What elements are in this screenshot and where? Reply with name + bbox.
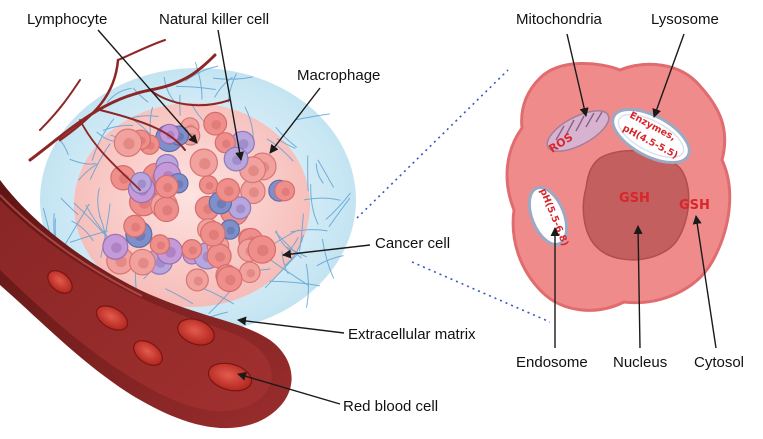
cancer-cell	[181, 239, 203, 260]
ecm-fiber	[184, 65, 219, 82]
label-mitochondria: Mitochondria	[516, 11, 603, 28]
cancer-cell	[155, 174, 179, 199]
ecm-fiber	[307, 155, 309, 192]
ecm-fiber	[100, 203, 111, 258]
ecm-fiber	[316, 255, 344, 267]
cytosol-gsh-text: GSH	[679, 198, 710, 213]
red-blood-cell	[133, 340, 163, 366]
label-nucleus: Nucleus	[613, 354, 667, 371]
nk-cell	[129, 171, 152, 194]
label-cancer-cell: Cancer cell	[375, 235, 450, 252]
label-red-blood-cell: Red blood cell	[343, 398, 438, 415]
label-extracellular-matrix: Extracellular matrix	[348, 326, 476, 343]
ecm-fiber	[244, 106, 254, 138]
label-lysosome: Lysosome	[651, 11, 719, 28]
ecm-fiber	[317, 159, 335, 188]
ecm-fiber	[275, 126, 298, 148]
ecm-fiber	[164, 288, 194, 305]
cancer-cell	[214, 132, 236, 154]
ecm-fiber	[102, 124, 134, 131]
ecm-fiber	[296, 113, 330, 121]
zoom-lines	[356, 69, 551, 323]
cancer-cell	[198, 175, 219, 195]
ecm-fiber	[276, 138, 296, 149]
mitochondria-organelle	[546, 110, 610, 152]
tumor-cell-cluster	[102, 111, 296, 293]
ecm-fiber	[194, 61, 203, 100]
ecm-fiber	[97, 187, 101, 219]
ecm-fiber	[214, 76, 233, 98]
capillaries	[28, 39, 231, 191]
ecm-fiber	[106, 87, 132, 103]
cancer-cell	[238, 261, 261, 284]
red-blood-cell	[177, 318, 215, 346]
ecm-fiber	[315, 163, 324, 184]
ecm-fiber	[264, 251, 300, 289]
cancer-cell	[185, 268, 209, 292]
lysosome-organelle	[611, 108, 691, 164]
cancer-cell	[113, 128, 143, 158]
ecm-fiber	[328, 197, 351, 228]
cancer-cell	[123, 214, 147, 238]
cancer-cell	[149, 234, 171, 255]
ecm-fiber	[69, 158, 96, 165]
nucleus-gsh-text: GSH	[619, 191, 650, 206]
ecm-fiber	[71, 220, 94, 242]
cancer-cell-enlarged	[505, 62, 732, 312]
ecm-fiber	[285, 246, 307, 258]
cancer-cell	[153, 196, 180, 223]
ecm-fiber	[175, 85, 216, 90]
cancer-cell	[247, 235, 277, 264]
cancer-cell	[129, 248, 156, 276]
cancer-cell	[274, 180, 296, 202]
cancer-cell	[189, 148, 218, 177]
label-macrophage: Macrophage	[297, 67, 380, 84]
nk-cell	[223, 146, 249, 172]
ecm-fiber	[269, 280, 320, 287]
cancer-cell	[203, 111, 228, 136]
pointer-arrows	[97, 29, 717, 405]
red-blood-cells	[47, 270, 253, 392]
macrophage-cell	[102, 233, 129, 260]
label-endosome: Endosome	[516, 354, 588, 371]
ecm-fiber	[73, 202, 108, 238]
ecm-fiber	[303, 197, 341, 201]
ecm-fiber	[290, 229, 328, 233]
ecm-fiber	[299, 213, 304, 252]
ecm-fiber	[91, 118, 115, 161]
cancer-cell	[215, 178, 241, 203]
ecm-fiber	[305, 263, 309, 308]
ecm-fiber	[78, 163, 99, 181]
red-blood-cell	[95, 305, 129, 331]
label-cytosol: Cytosol	[694, 354, 744, 371]
ecm-fiber	[310, 184, 319, 225]
ecm-fiber	[60, 197, 79, 216]
ecm-fiber	[132, 115, 159, 119]
ecm-fiber	[149, 107, 154, 135]
nk-cell	[228, 196, 252, 220]
ecm-fiber	[274, 231, 302, 259]
label-natural-killer-cell: Natural killer cell	[159, 11, 269, 28]
ecm-fiber	[266, 138, 294, 162]
red-blood-cell	[207, 362, 253, 392]
label-lymphocyte: Lymphocyte	[27, 11, 107, 28]
ecm-fiber	[325, 192, 351, 220]
red-blood-cell	[47, 270, 73, 294]
ecm-fiber	[89, 143, 111, 180]
cancer-cell	[200, 220, 226, 247]
ecm-fiber	[69, 230, 108, 243]
cancer-cell	[216, 265, 243, 293]
